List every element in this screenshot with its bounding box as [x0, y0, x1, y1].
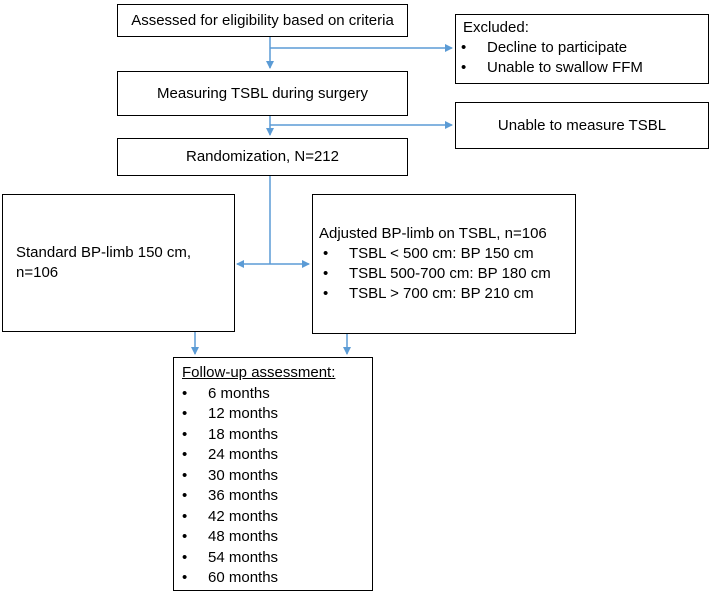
list-item: 42 months [178, 507, 372, 528]
excluded-list: Decline to participate Unable to swallow… [457, 38, 708, 78]
adjusted-list: TSBL < 500 cm: BP 150 cm TSBL 500-700 cm… [319, 244, 569, 304]
list-item: 36 months [178, 486, 372, 507]
list-item: 30 months [178, 466, 372, 487]
list-item: 12 months [178, 404, 372, 425]
list-item: Unable to swallow FFM [457, 58, 708, 78]
eligibility-text: Assessed for eligibility based on criter… [131, 11, 394, 29]
randomization-text: Randomization, N=212 [185, 148, 339, 165]
standard-box: Standard BP-limb 150 cm, n=106 [2, 194, 235, 332]
list-item: 54 months [178, 548, 372, 569]
list-item: TSBL < 500 cm: BP 150 cm [319, 244, 569, 264]
adjusted-title: Adjusted BP-limb on TSBL, n=106 [319, 225, 547, 242]
measuring-box: Measuring TSBL during surgery [117, 71, 408, 116]
followup-title: Follow-up assessment: [182, 364, 336, 381]
excluded-title: Excluded: [463, 19, 529, 36]
list-item: 48 months [178, 527, 372, 548]
unable-text: Unable to measure TSBL [497, 116, 667, 134]
list-item: Decline to participate [457, 38, 708, 58]
adjusted-box: Adjusted BP-limb on TSBL, n=106 TSBL < 5… [312, 194, 576, 334]
list-item: TSBL 500-700 cm: BP 180 cm [319, 264, 569, 284]
list-item: TSBL > 700 cm: BP 210 cm [319, 284, 569, 304]
followup-box: Follow-up assessment: 6 months 12 months… [173, 357, 373, 591]
list-item: 18 months [178, 425, 372, 446]
measuring-text: Measuring TSBL during surgery [157, 84, 368, 102]
unable-box: Unable to measure TSBL [455, 102, 709, 149]
eligibility-box: Assessed for eligibility based on criter… [117, 4, 408, 37]
list-item: 24 months [178, 445, 372, 466]
randomization-box: Randomization, N=212 [117, 138, 408, 176]
excluded-box: Excluded: Decline to participate Unable … [455, 14, 709, 84]
list-item: 6 months [178, 384, 372, 405]
standard-text: Standard BP-limb 150 cm, n=106 [16, 244, 192, 281]
followup-list: 6 months 12 months 18 months 24 months 3… [178, 384, 372, 589]
list-item: 60 months [178, 568, 372, 589]
